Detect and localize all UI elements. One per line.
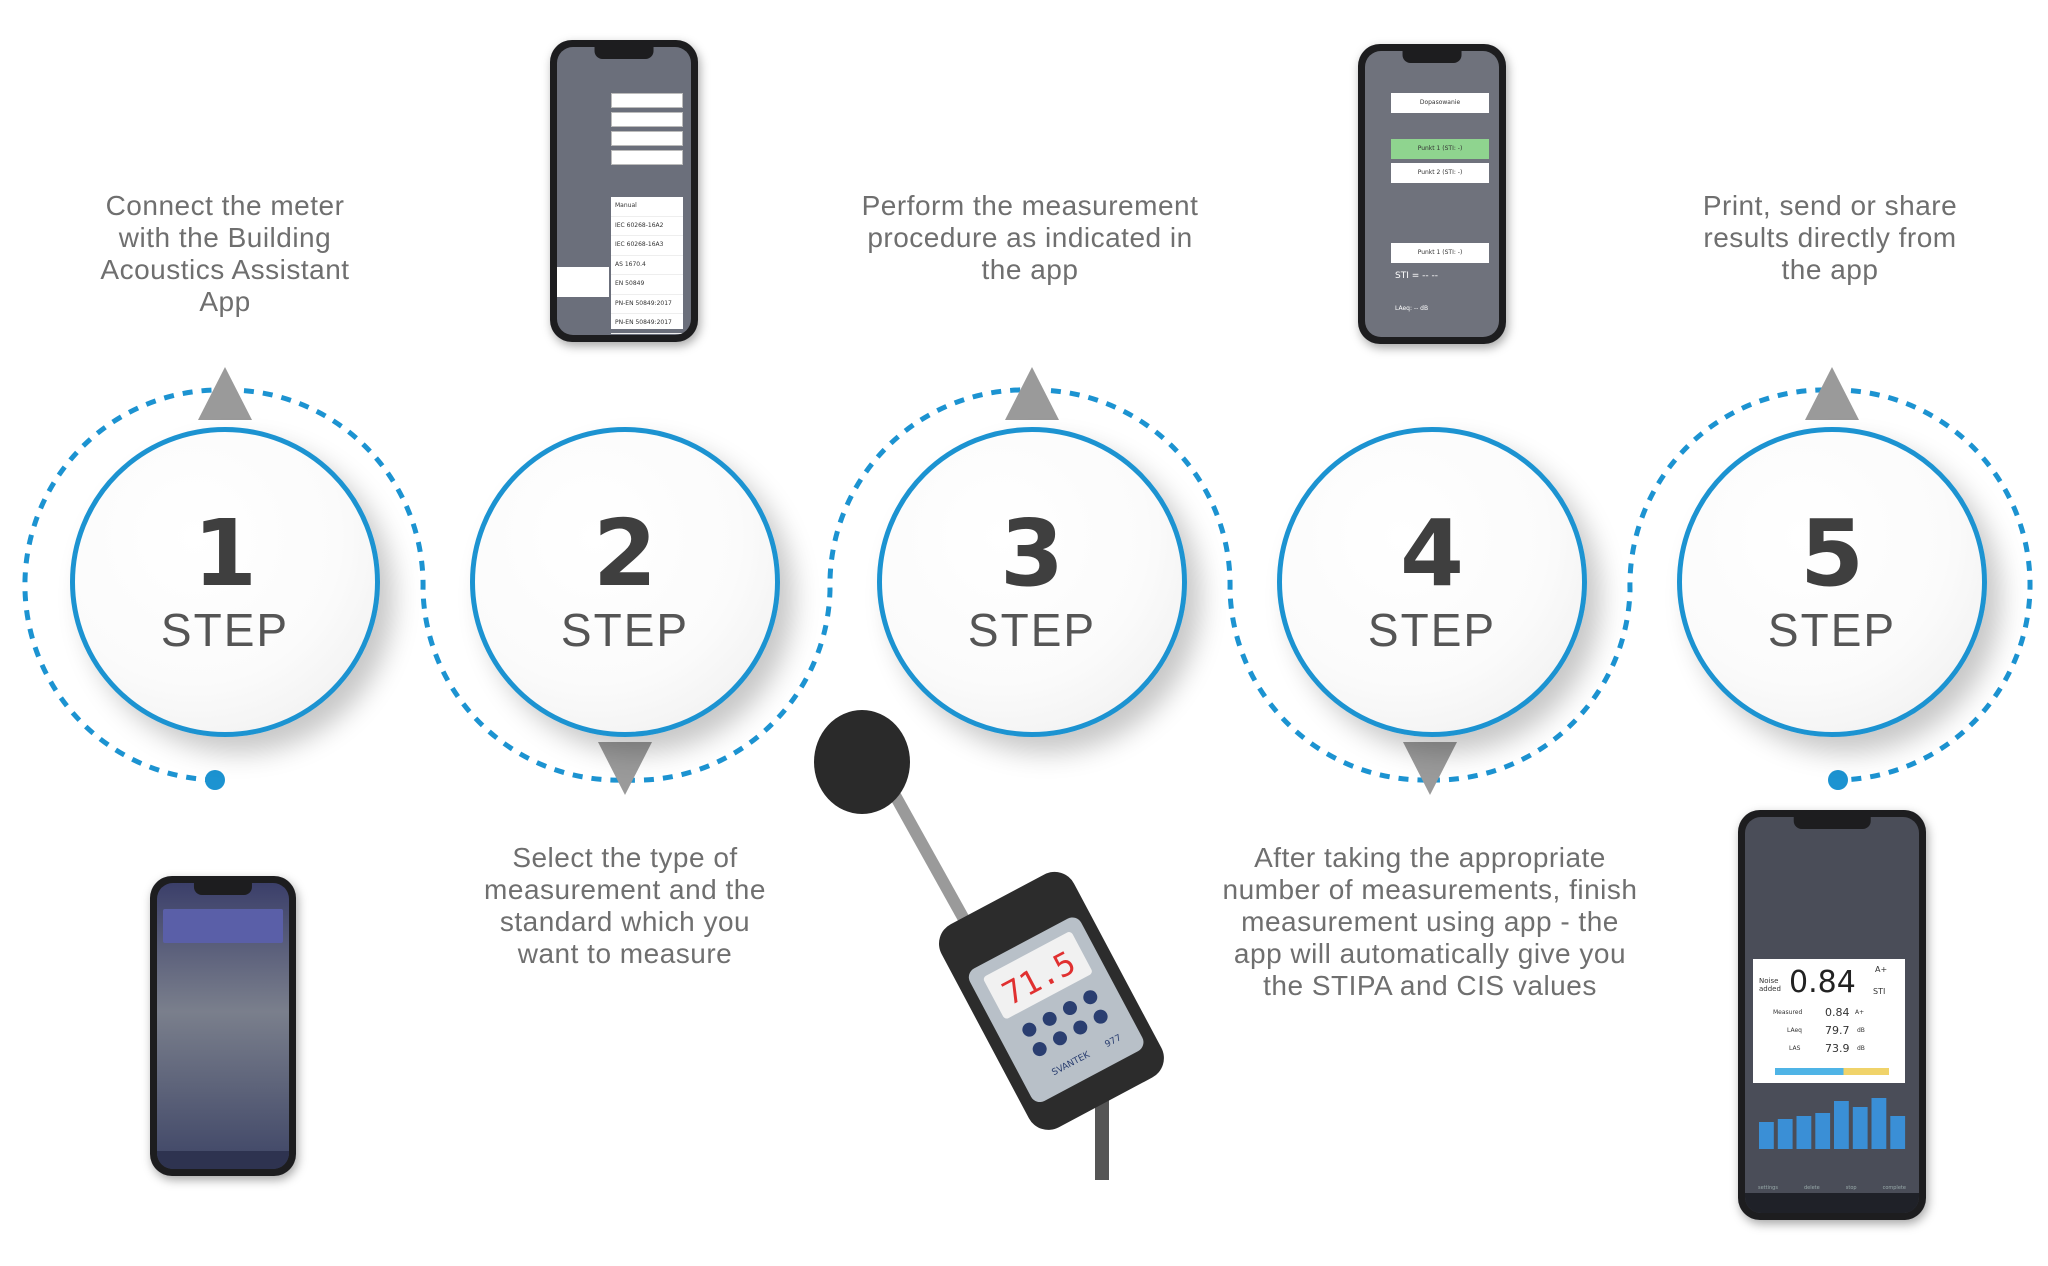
spectrum-bar <box>1777 1119 1793 1149</box>
sti-readout: STI = -- -- <box>1395 271 1438 281</box>
step-label: STEP <box>160 604 290 656</box>
path-arc-6 <box>1831 387 2033 783</box>
spectrum-bar <box>1890 1116 1906 1149</box>
tab-complete[interactable]: complete <box>1882 1185 1906 1191</box>
step-1-caption: Connect the meter with the Building Acou… <box>100 190 350 317</box>
list-item[interactable]: EN 50849 <box>611 275 683 295</box>
laeq-label: LAeq <box>1787 1027 1802 1034</box>
sti-unit: STI <box>1873 987 1886 996</box>
list-item[interactable]: AS 1670.4 <box>611 256 683 275</box>
step-number: 2 <box>592 500 657 607</box>
sound-level-meter: 71.5 SVANTEK 977 <box>814 710 1164 1180</box>
point-2-button[interactable]: Punkt 2 (STI: -) <box>1391 163 1489 183</box>
measured-grade: A+ <box>1855 1009 1865 1016</box>
step-3-caption: Perform the measurement procedure as ind… <box>861 190 1199 285</box>
standard-list: Manual IEC 60268-16A2 IEC 60268-16A3 AS … <box>611 197 683 334</box>
arrow-down-2 <box>598 742 652 795</box>
list-item[interactable]: PN-EN 50849:2017 <box>611 314 683 334</box>
step-number: 5 <box>1799 500 1864 607</box>
path-arc-2 <box>224 387 626 783</box>
point-1-button[interactable]: Punkt 1 (STI: -) <box>1391 139 1489 159</box>
step-circle-2: 2 STEP <box>470 427 780 737</box>
path-arc-4 <box>1031 387 1431 783</box>
step-2-caption: Select the type of measurement and the s… <box>484 842 766 969</box>
step-label: STEP <box>560 604 690 656</box>
path-start-dot <box>205 770 225 790</box>
phone-screen: Manual IEC 60268-16A2 IEC 60268-16A3 AS … <box>557 47 691 335</box>
app-tab-bar: settings delete stop complete <box>1745 1157 1919 1191</box>
step-number: 4 <box>1399 500 1464 607</box>
spectrum-bar <box>1834 1101 1849 1149</box>
path-arc-3 <box>624 387 1033 783</box>
list-item[interactable]: PN-EN 50849:2017 <box>611 295 683 314</box>
spectrum-bar <box>1815 1113 1831 1149</box>
phone-step-3: Dopasowanie Punkt 1 (STI: -) Punkt 2 (ST… <box>1358 44 1506 344</box>
device-card <box>163 909 283 943</box>
step-4-caption: After taking the appropriate number of m… <box>1222 842 1638 1001</box>
phone-screen: Dopasowanie Punkt 1 (STI: -) Punkt 2 (ST… <box>1365 51 1499 337</box>
path-arc-1 <box>22 387 226 783</box>
step-circle-3: 3 STEP <box>877 427 1187 737</box>
tab-settings[interactable]: settings <box>1758 1185 1778 1191</box>
sti-value: 0.84 <box>1789 965 1856 1000</box>
mic-windscreen <box>814 710 910 814</box>
spectrum-bar <box>1871 1098 1887 1149</box>
laeq-readout: LAeq: -- dB <box>1395 305 1429 312</box>
measured-label: Measured <box>1773 1009 1803 1016</box>
step-5-caption: Print, send or share results directly fr… <box>1702 190 1958 285</box>
tab-delete[interactable]: delete <box>1803 1185 1820 1191</box>
measured-value: 0.84 <box>1825 1006 1850 1019</box>
tab-stop[interactable]: stop <box>1845 1185 1857 1191</box>
result-card: Noise added 0.84 A+ STI Measured 0.84 A+… <box>1753 959 1905 1083</box>
sti-grade: A+ <box>1875 965 1888 974</box>
phone-screen: Noise added 0.84 A+ STI Measured 0.84 A+… <box>1745 817 1919 1213</box>
phone-step-2: Manual IEC 60268-16A2 IEC 60268-16A3 AS … <box>550 40 698 342</box>
spectrum-bar <box>1852 1107 1868 1149</box>
spectrum-chart <box>1759 1098 1906 1149</box>
phone-step-1 <box>150 876 296 1176</box>
las-label: LAS <box>1789 1045 1801 1052</box>
arrow-up-5 <box>1805 367 1859 420</box>
list-item[interactable]: IEC 60268-16A3 <box>611 236 683 256</box>
laeq-value: 79.7 <box>1825 1024 1850 1037</box>
step-circle-5: 5 STEP <box>1677 427 1987 737</box>
step-number: 3 <box>999 500 1064 607</box>
phone-screen <box>157 883 289 1169</box>
noise-label: Noise added <box>1759 977 1781 993</box>
system-nav-bar <box>1745 1193 1919 1213</box>
spectrum-bar <box>1796 1116 1812 1149</box>
path-arc-5 <box>1429 387 1833 783</box>
step-label: STEP <box>1367 604 1497 656</box>
path-end-dot <box>1828 770 1848 790</box>
step-circle-4: 4 STEP <box>1277 427 1587 737</box>
sti-scale-bar <box>1775 1068 1889 1075</box>
las-value: 73.9 <box>1825 1042 1850 1055</box>
mic-rod <box>876 769 976 933</box>
phone-step-5: Noise added 0.84 A+ STI Measured 0.84 A+… <box>1738 810 1926 1220</box>
bottom-nav <box>157 1151 289 1169</box>
arrow-down-4 <box>1403 742 1457 795</box>
list-item[interactable]: IEC 60268-16A2 <box>611 217 683 236</box>
step-label: STEP <box>967 604 1097 656</box>
laeq-unit: dB <box>1857 1027 1865 1034</box>
step-circle-1: 1 STEP <box>70 427 380 737</box>
meter-display <box>983 932 1092 1019</box>
list-item[interactable]: Manual <box>611 197 683 217</box>
spectrum-bar <box>1759 1122 1774 1149</box>
arrow-up-3 <box>1005 367 1059 420</box>
top-button[interactable]: Dopasowanie <box>1391 93 1489 113</box>
step-number: 1 <box>192 500 257 607</box>
step-label: STEP <box>1767 604 1897 656</box>
las-unit: dB <box>1857 1045 1865 1052</box>
point-3-button[interactable]: Punkt 1 (STI: -) <box>1391 243 1489 263</box>
arrow-up-1 <box>198 367 252 420</box>
